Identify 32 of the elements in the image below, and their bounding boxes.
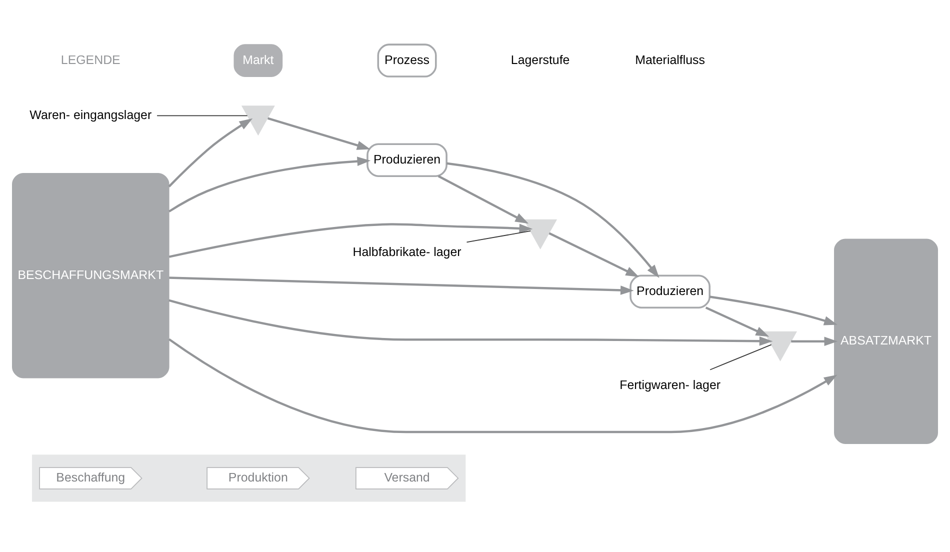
arrow xyxy=(268,116,370,150)
legend-label: Materialfluss xyxy=(635,52,705,66)
node-triangle xyxy=(764,330,798,361)
node-text: Waren- eingangslager xyxy=(30,107,152,122)
node-text: Fertigwaren- lager xyxy=(620,378,721,392)
arrow xyxy=(709,295,838,325)
legend-label: Lagerstufe xyxy=(510,52,570,66)
arrow xyxy=(168,118,253,187)
node-text: Halbfabrikate- lager xyxy=(352,244,462,258)
node-triangle xyxy=(524,218,558,249)
connector xyxy=(156,114,248,116)
cluster xyxy=(32,454,466,502)
connector xyxy=(710,344,772,370)
node-box: Produzieren xyxy=(366,142,448,176)
legend-label: Markt xyxy=(242,52,274,66)
node-box: Produzieren xyxy=(630,274,710,308)
legend-label: Prozess xyxy=(384,52,430,66)
connector xyxy=(466,230,531,242)
arrow xyxy=(548,232,640,276)
arrow xyxy=(791,336,838,346)
arrow xyxy=(705,306,770,336)
arrow xyxy=(438,174,529,224)
node-box: BESCHAFFUNGSMARKT xyxy=(12,172,170,378)
arrow xyxy=(169,276,634,294)
arrow xyxy=(168,222,533,258)
node-box: ABSATZMARKT xyxy=(834,238,938,444)
node-triangle xyxy=(241,105,275,136)
arrow xyxy=(168,156,371,212)
arrow xyxy=(168,338,838,433)
arrow xyxy=(168,298,773,346)
label: LEGENDE xyxy=(60,52,120,66)
arrow xyxy=(446,162,660,278)
